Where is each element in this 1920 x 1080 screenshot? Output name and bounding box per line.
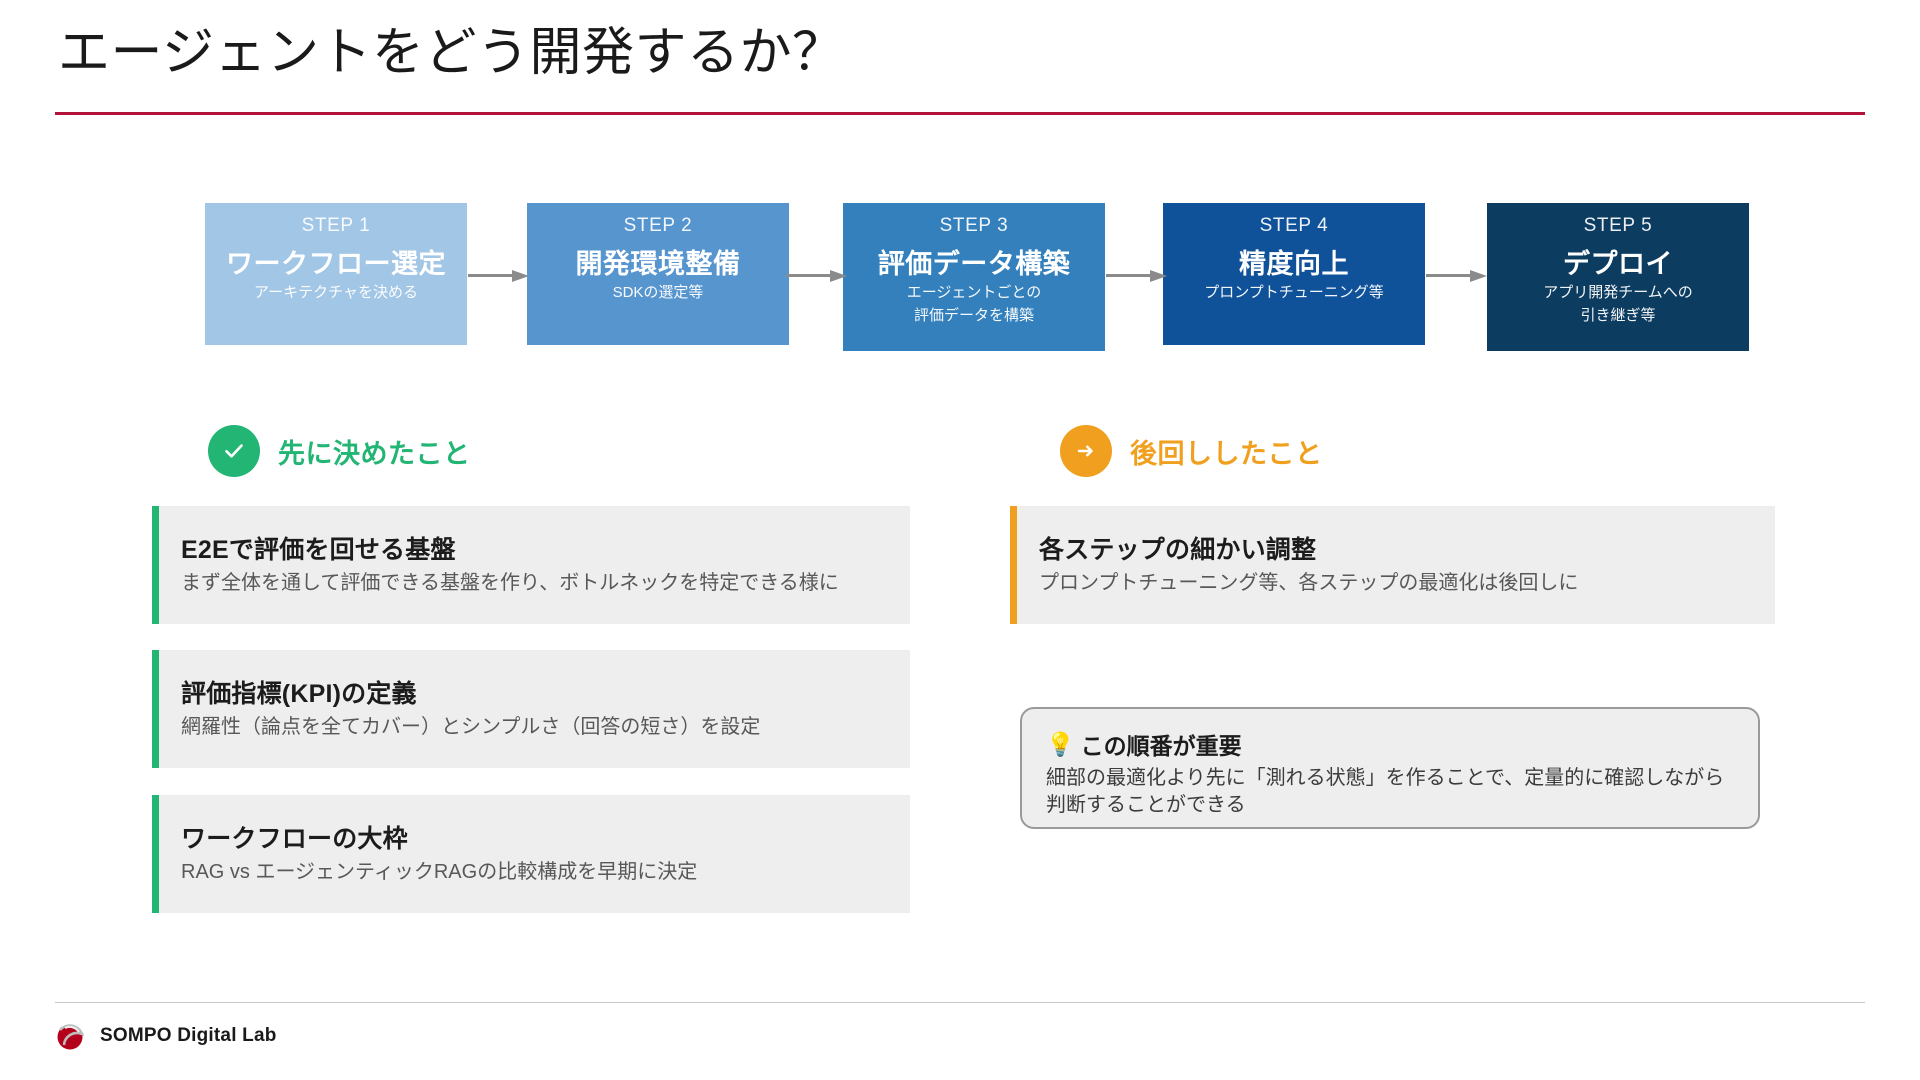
- card-decided-2[interactable]: 評価指標(KPI)の定義 網羅性（論点を全てカバー）とシンプルさ（回答の短さ）を…: [152, 650, 910, 768]
- sompo-logo-icon: [52, 1018, 88, 1054]
- card-subtitle: まず全体を通して評価できる基盤を作り、ボトルネックを特定できる様に: [181, 571, 839, 594]
- card-decided-3[interactable]: ワークフローの大枠 RAG vs エージェンティックRAGの比較構成を早期に決定: [152, 795, 910, 913]
- step-sub-3-line2: 評価データを構築: [913, 307, 1034, 325]
- step-label-2: STEP 2: [623, 215, 693, 236]
- lightbulb-icon: 💡: [1046, 730, 1075, 757]
- step-title-2: 開発環境整備: [575, 249, 741, 279]
- footer-brand: SOMPO Digital Lab: [100, 1025, 277, 1046]
- callout-title-row: 💡 この順番が重要: [1046, 727, 1734, 761]
- arrow-right-icon: [1060, 425, 1112, 477]
- step-flow: STEP 1 ワークフロー選定 アーキテクチャを決める STEP 2 開発環境整…: [0, 203, 1920, 351]
- section-title-deferred: 後回ししたこと: [1130, 438, 1323, 469]
- card-decided-1[interactable]: E2Eで評価を回せる基盤 まず全体を通して評価できる基盤を作り、ボトルネックを特…: [152, 506, 910, 624]
- step-box-4[interactable]: STEP 4 精度向上 プロンプトチューニング等: [1163, 203, 1425, 345]
- step-sub-4: プロンプトチューニング等: [1204, 284, 1384, 302]
- step-sub-5: アプリ開発チームへの: [1543, 284, 1693, 302]
- step-box-2[interactable]: STEP 2 開発環境整備 SDKの選定等: [527, 203, 789, 345]
- card-title: E2Eで評価を回せる基盤: [181, 535, 456, 564]
- card-deferred-1[interactable]: 各ステップの細かい調整 プロンプトチューニング等、各ステップの最適化は後回しに: [1010, 506, 1775, 624]
- footer-divider: [55, 1002, 1865, 1003]
- step-label-4: STEP 4: [1259, 215, 1329, 236]
- card-accent-bar: [152, 506, 159, 624]
- step-title-5: デプロイ: [1563, 249, 1673, 279]
- step-label-3: STEP 3: [939, 215, 1009, 236]
- card-subtitle: RAG vs エージェンティックRAGの比較構成を早期に決定: [181, 860, 698, 883]
- step-title-4: 精度向上: [1239, 249, 1349, 279]
- page-title: エージェントをどう開発するか？: [58, 24, 845, 82]
- callout-box: 💡 この順番が重要 細部の最適化より先に「測れる状態」を作ることで、定量的に確認…: [1020, 707, 1760, 829]
- section-title-decided: 先に決めたこと: [278, 438, 471, 469]
- card-subtitle: 網羅性（論点を全てカバー）とシンプルさ（回答の短さ）を設定: [181, 715, 761, 738]
- check-icon: [208, 425, 260, 477]
- footer: SOMPO Digital Lab: [52, 1018, 277, 1054]
- step-label-1: STEP 1: [301, 215, 371, 236]
- flow-arrow-icon-1: [468, 270, 530, 282]
- card-accent-bar: [152, 650, 159, 768]
- title-divider: [55, 112, 1865, 115]
- step-box-1[interactable]: STEP 1 ワークフロー選定 アーキテクチャを決める: [205, 203, 467, 345]
- flow-arrow-icon-3: [1106, 270, 1168, 282]
- step-box-3[interactable]: STEP 3 評価データ構築 エージェントごとの 評価データを構築: [843, 203, 1105, 351]
- callout-body-line2: 判断することができる: [1046, 794, 1246, 816]
- callout-title: この順番が重要: [1080, 733, 1242, 759]
- card-subtitle: プロンプトチューニング等、各ステップの最適化は後回しに: [1039, 571, 1579, 594]
- step-sub-1: アーキテクチャを決める: [254, 284, 418, 302]
- card-accent-bar: [152, 795, 159, 913]
- step-title-3: 評価データ構築: [877, 249, 1071, 279]
- card-title: 各ステップの細かい調整: [1039, 535, 1317, 564]
- card-title: 評価指標(KPI)の定義: [181, 679, 417, 708]
- section-header-decided: 先に決めたこと: [208, 425, 471, 477]
- card-title: ワークフローの大枠: [181, 824, 408, 853]
- section-header-deferred: 後回ししたこと: [1060, 425, 1323, 477]
- flow-arrow-icon-4: [1426, 270, 1488, 282]
- callout-body-line1: 細部の最適化より先に「測れる状態」を作ることで、定量的に確認しながら: [1046, 767, 1725, 789]
- step-box-5[interactable]: STEP 5 デプロイ アプリ開発チームへの 引き継ぎ等: [1487, 203, 1749, 351]
- step-sub-5-line2: 引き継ぎ等: [1580, 307, 1656, 325]
- step-title-1: ワークフロー選定: [226, 249, 446, 279]
- step-sub-3: エージェントごとの: [906, 284, 1042, 302]
- flow-arrow-icon-2: [786, 270, 848, 282]
- card-accent-bar: [1010, 506, 1017, 624]
- step-label-5: STEP 5: [1583, 215, 1653, 236]
- step-sub-2: SDKの選定等: [612, 284, 704, 302]
